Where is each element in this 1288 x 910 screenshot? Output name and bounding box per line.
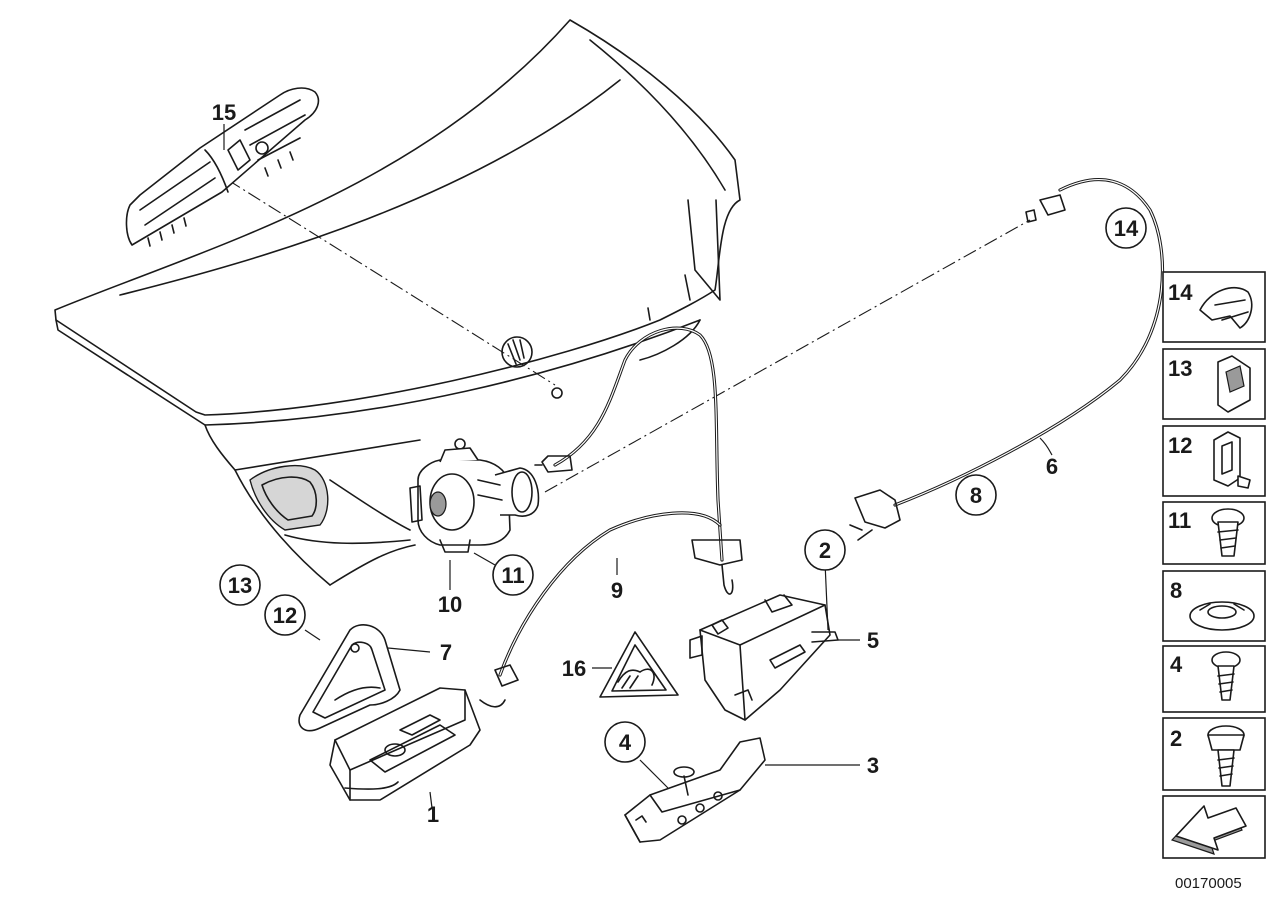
callout-1: 1 (427, 802, 439, 827)
callout-12: 12 (273, 603, 297, 628)
callout-13-circle (219, 564, 261, 606)
panel-label-12: 12 (1168, 433, 1192, 458)
callout-12-circle (264, 594, 306, 636)
panel-label-4: 4 (1170, 652, 1183, 677)
callout-11: 11 (501, 563, 524, 588)
callout-9: 9 (611, 578, 623, 603)
callout-5: 5 (867, 628, 879, 653)
part-1-handle-module (329, 687, 481, 801)
callout-4: 4 (619, 730, 632, 755)
callout-13: 13 (228, 573, 252, 598)
orientation-arrow-front-icon (1175, 805, 1247, 851)
callout-10: 10 (438, 592, 462, 617)
callout-8: 8 (970, 483, 982, 508)
callout-14-circle (1105, 207, 1147, 249)
drawing-number: 00170005 (1175, 875, 1242, 892)
reference-lines (227, 179, 1031, 493)
fastener-panel: 14 13 12 11 8 4 2 (1162, 271, 1266, 859)
part-7-grip-cover (298, 624, 401, 732)
part-16-warning-label (599, 631, 679, 698)
callout-labels: 1 2 3 4 5 6 7 8 9 10 11 12 13 14 15 16 (212, 100, 1147, 827)
callout-15: 15 (212, 100, 236, 125)
panel-label-2: 2 (1170, 726, 1182, 751)
callout-4-circle (604, 721, 646, 763)
part-15-handle (125, 87, 320, 247)
leader-lines (223, 124, 1053, 809)
callout-16: 16 (562, 656, 586, 681)
part-5-lock-module (689, 594, 839, 721)
callout-11-circle (492, 554, 534, 596)
callout-7: 7 (440, 640, 452, 665)
cables (479, 178, 1165, 708)
panel-label-8: 8 (1170, 578, 1182, 603)
part-10-lock-actuator (409, 447, 540, 553)
callout-14: 14 (1114, 216, 1139, 241)
panel-label-14: 14 (1168, 280, 1193, 305)
part-3-bracket (624, 737, 766, 843)
callout-2: 2 (819, 538, 831, 563)
callout-2-circle (804, 529, 846, 571)
callout-8-circle (955, 474, 997, 516)
panel-label-11: 11 (1168, 508, 1191, 533)
callout-6: 6 (1046, 454, 1058, 479)
callout-3: 3 (867, 753, 879, 778)
panel-cell-11 (1162, 501, 1266, 565)
trunk-lid (54, 19, 741, 586)
panel-label-13: 13 (1168, 356, 1192, 381)
